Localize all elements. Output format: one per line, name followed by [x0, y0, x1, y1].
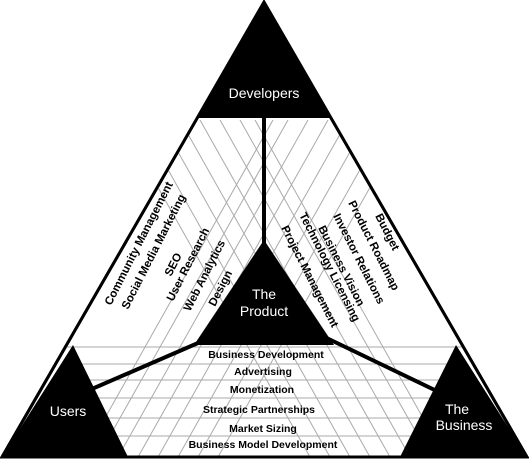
skill-strategic-partnerships: Strategic Partnerships	[203, 404, 315, 416]
label-developers: Developers	[229, 85, 300, 101]
label-product-line2: Product	[240, 303, 288, 319]
label-users: Users	[50, 403, 87, 419]
corner-business	[400, 345, 527, 457]
label-business-line1: The	[445, 401, 469, 417]
skill-business-development: Business Development	[208, 349, 324, 361]
skill-monetization: Monetization	[230, 384, 294, 396]
skill-business-model-development: Business Model Development	[189, 439, 338, 451]
corner-developers	[198, 2, 330, 118]
label-product-line1: The	[252, 286, 276, 302]
corner-users	[2, 345, 128, 457]
skill-advertising: Advertising	[234, 366, 292, 378]
divider-right	[309, 328, 446, 397]
center-product-triangle	[194, 240, 334, 345]
label-business-line2: Business	[436, 417, 493, 433]
skill-market-sizing: Market Sizing	[229, 423, 297, 435]
